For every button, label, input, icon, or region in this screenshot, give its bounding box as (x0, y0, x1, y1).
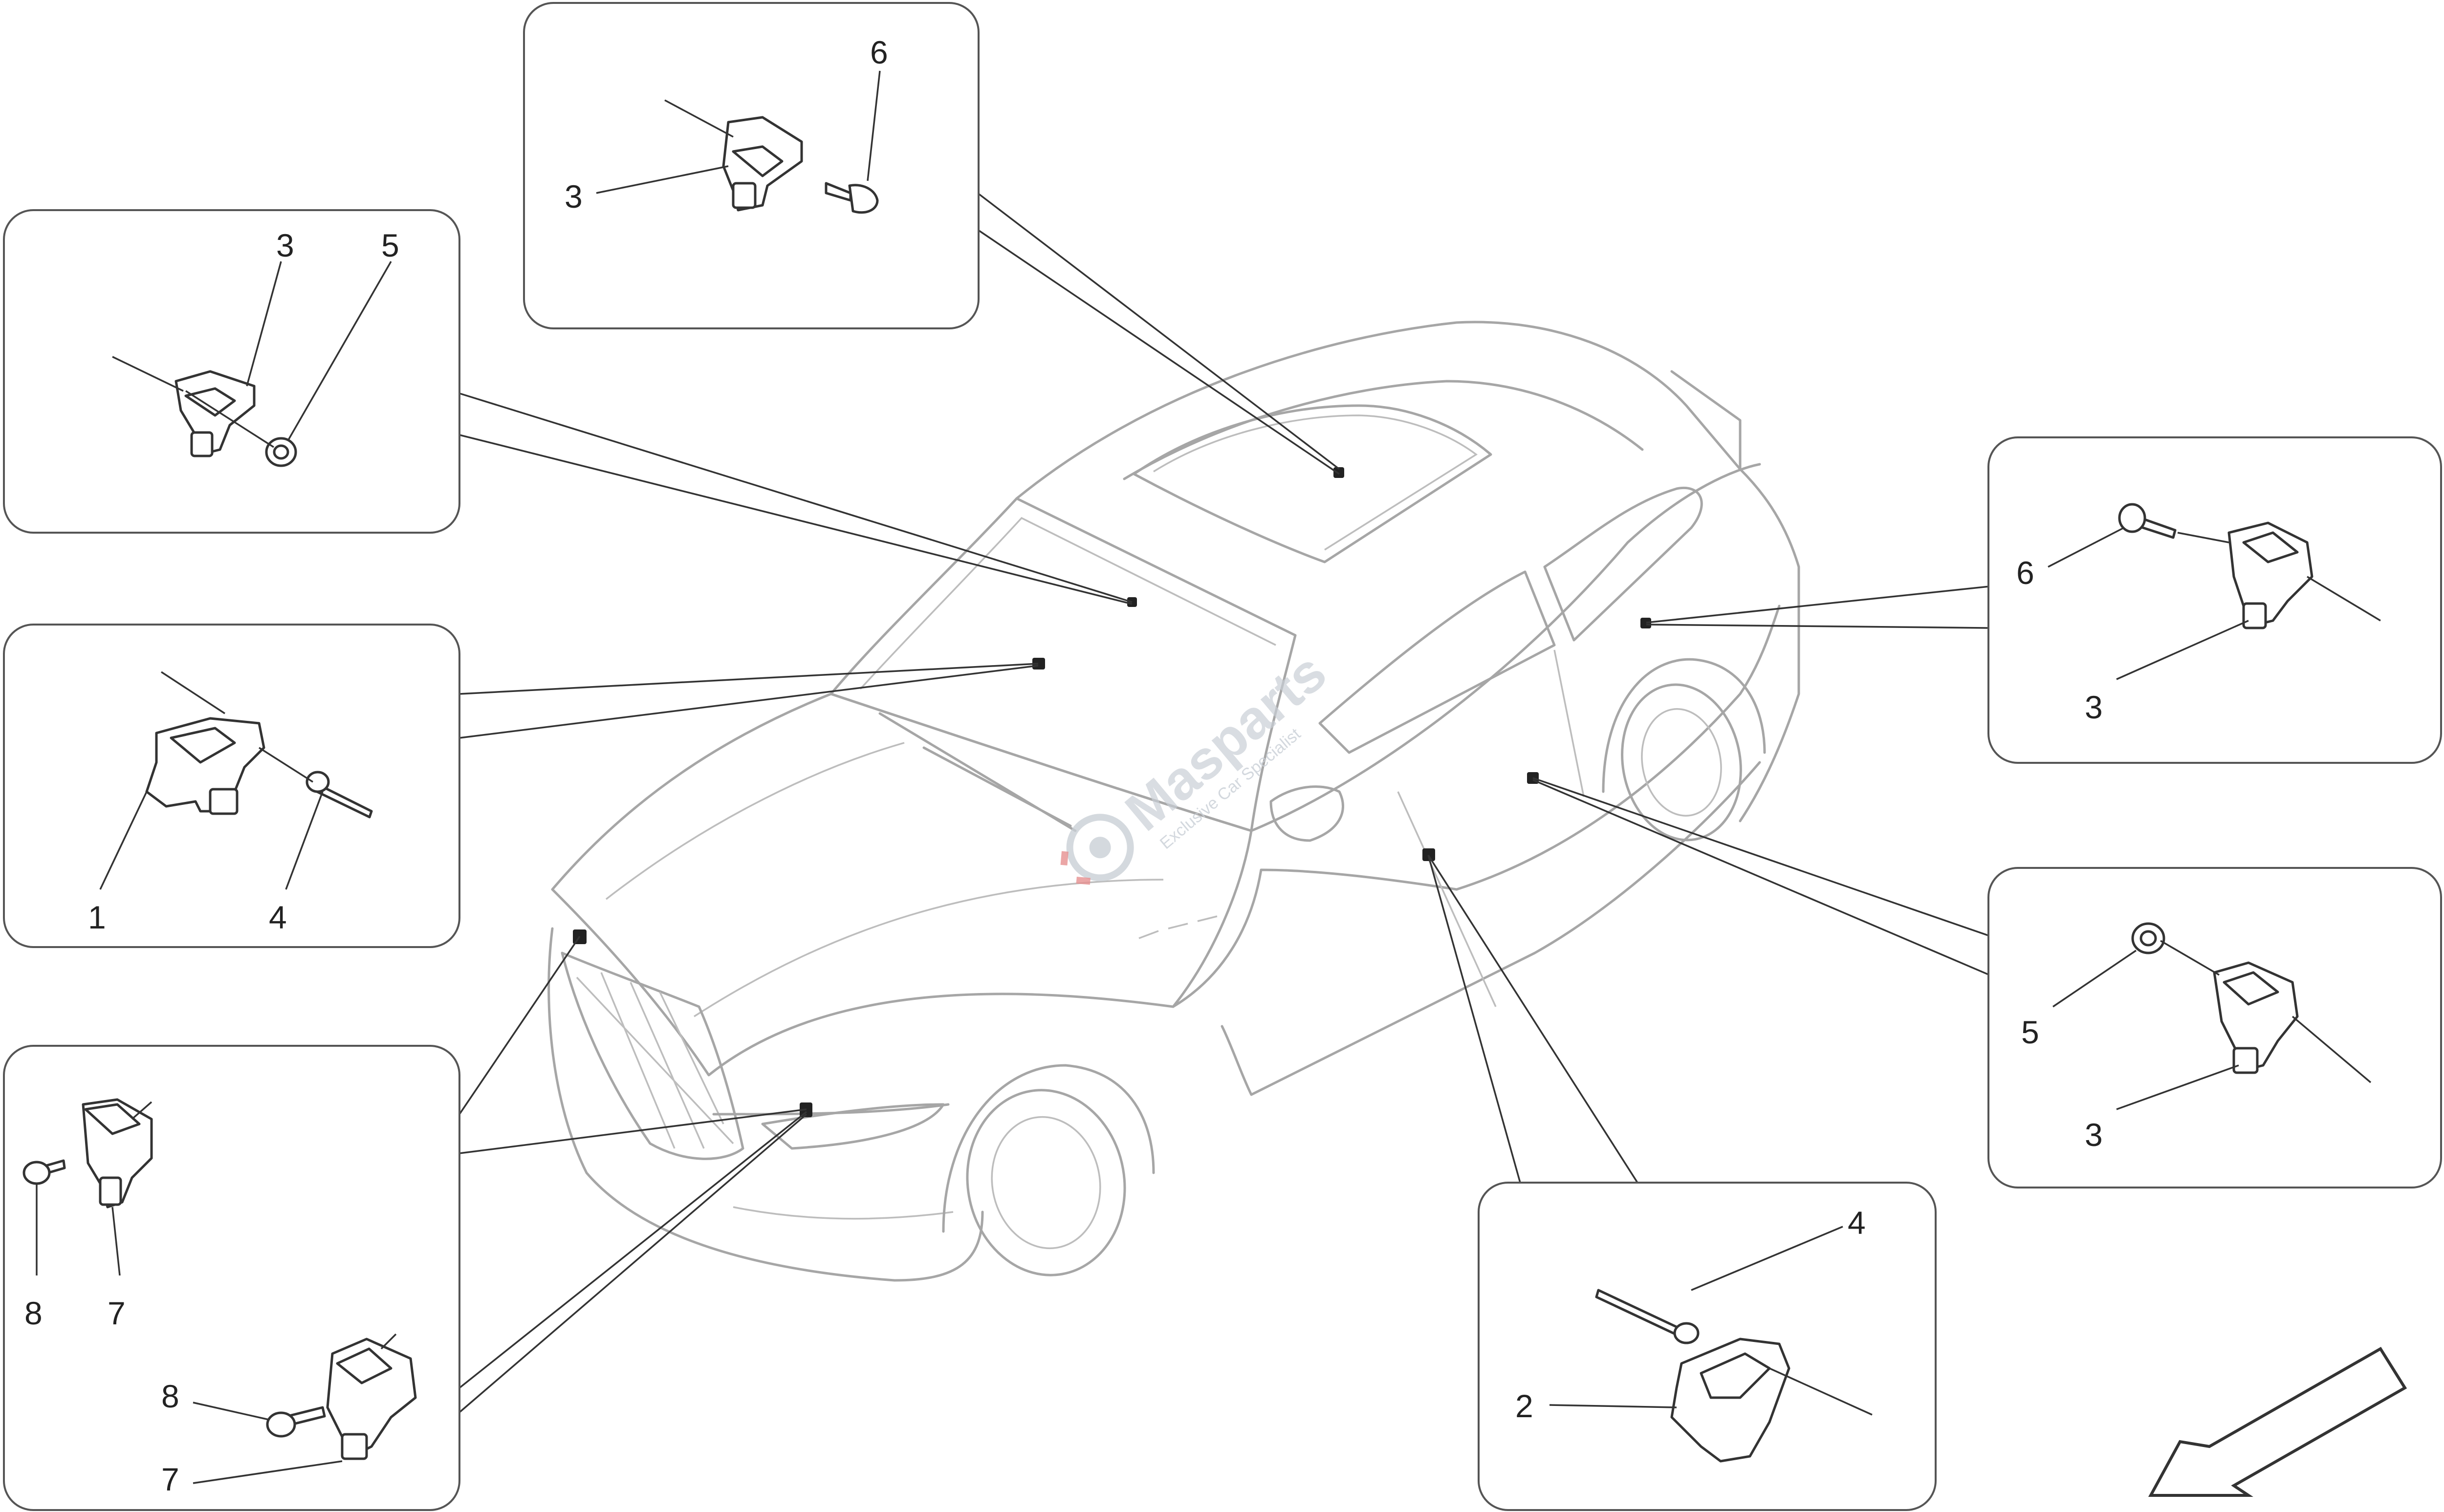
direction-arrow-icon (2148, 1346, 2407, 1497)
detail-box-windshield-sensor: 1 4 (3, 624, 460, 948)
watermark-brand: Masparts (1114, 641, 1337, 842)
leader-lines (458, 192, 1990, 1413)
sensor-mount-points (573, 467, 1651, 1117)
detail-box-rear-door-sensor: 6 3 (1987, 436, 2442, 764)
sensor-point-roof (1333, 467, 1344, 478)
sensor-point-front-door (1422, 848, 1435, 861)
callout-number: 3 (276, 227, 294, 263)
detail-box-roof-sensor: 6 3 (523, 2, 980, 329)
detail-box-b-pillar-sensor: 5 3 (1987, 867, 2442, 1188)
detail-box-pillar-sensor: 3 5 (3, 209, 460, 534)
watermark-logo-icon (1066, 814, 1134, 882)
callout-number: 1 (88, 899, 106, 935)
detail-box-front-door-sensor: 4 2 (1478, 1182, 1937, 1511)
detail-box-front-sensors: 8 7 8 7 (3, 1045, 460, 1511)
callout-number: 3 (2085, 1117, 2103, 1153)
callout-number: 4 (1848, 1205, 1866, 1241)
sensor-point-rear-door (1640, 618, 1651, 628)
watermark: Masparts Exclusive Car Specialist (1060, 641, 1337, 885)
callout-number: 3 (2085, 689, 2103, 725)
vehicle-outline (547, 321, 1800, 1282)
callout-number: 7 (161, 1461, 179, 1497)
callout-number: 8 (24, 1295, 43, 1331)
callout-number: 4 (269, 899, 287, 935)
callout-number: 5 (381, 227, 399, 263)
callout-number: 3 (565, 178, 583, 215)
callout-number: 7 (108, 1295, 126, 1331)
callout-number: 6 (2016, 555, 2034, 591)
callout-number: 2 (1515, 1388, 1533, 1424)
callout-number: 8 (161, 1378, 179, 1414)
callout-number: 5 (2021, 1014, 2039, 1050)
callout-number: 6 (870, 34, 888, 70)
